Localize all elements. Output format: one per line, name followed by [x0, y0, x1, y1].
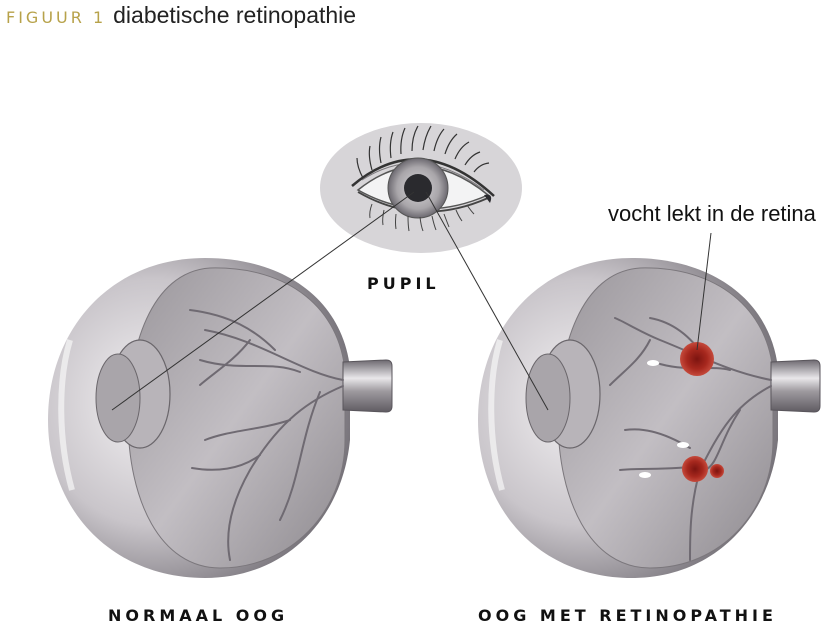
figure-label: FIGUUR 1 — [6, 8, 107, 27]
exudate-spot — [677, 442, 689, 448]
figure-title: diabetische retinopathie — [113, 2, 357, 28]
normal-eyeball — [48, 258, 393, 578]
pupil-label: PUPIL — [367, 274, 440, 293]
hemorrhage-small — [710, 464, 724, 478]
hemorrhage-medium — [682, 456, 708, 482]
retinopathy-eyeball — [478, 258, 821, 578]
figure-header: FIGUUR 1 diabetische retinopathie — [6, 2, 356, 29]
pointer-lines — [111, 191, 712, 411]
exudate-spot — [647, 360, 659, 366]
normal-eye-label: NORMAAL OOG — [108, 606, 289, 625]
external-eye — [320, 123, 522, 253]
leak-callout: vocht lekt in de retina — [608, 201, 816, 226]
exudate-spot — [639, 472, 651, 478]
hemorrhage-large — [680, 342, 714, 376]
retinopathy-eye-label: OOG MET RETINOPATHIE — [478, 606, 777, 625]
pupil-dot — [404, 174, 432, 202]
